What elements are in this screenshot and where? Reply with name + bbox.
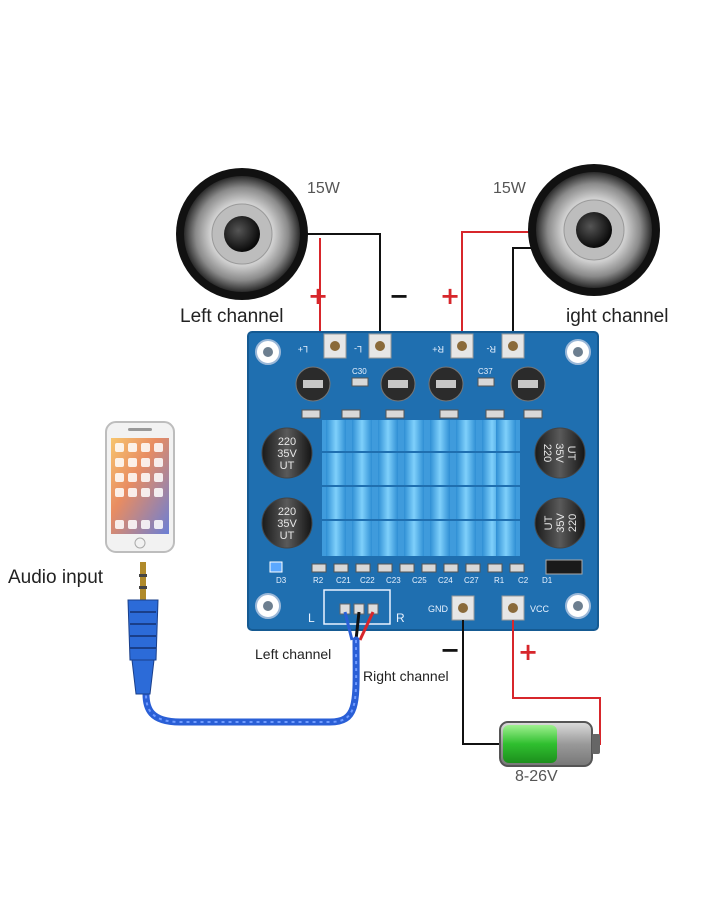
heatsink [322,420,520,556]
left-minus-wire [300,233,381,335]
right-plus-wire [461,231,540,335]
silk-label: C30 [352,367,367,376]
cap-text: 35V [277,448,297,460]
minus-sign: − [440,636,461,664]
cap-text: 220 [278,506,296,518]
speaker-wires [300,231,540,335]
left-speaker [176,168,308,300]
cap-text: UT [565,446,577,461]
pin-label: R+ [432,344,444,354]
battery [499,721,600,767]
cap-text: 220 [567,514,579,532]
cap-text: 35V [277,518,297,530]
left-channel-label: Left channel [180,306,284,327]
capacitors [261,427,586,549]
amplifier-board: 220 35V UT 220 35V UT UT 35V 220 UT 35V … [247,331,599,631]
cap-text: 220 [541,444,553,462]
silk-label: C2 [518,576,529,585]
silk-label: C24 [438,576,453,585]
input-l-label: L [308,611,315,625]
plus-sign: + [518,638,539,666]
battery-voltage-label: 8-26V [515,768,558,785]
silk-label: C22 [360,576,375,585]
silk-label: D1 [542,576,553,585]
input-left-channel-label: Left channel [255,646,332,662]
silk-label: C25 [412,576,427,585]
pin-label: L- [354,344,362,354]
silk-label: D3 [276,576,287,585]
audio-input-label: Audio input [8,567,104,588]
silk-label: R2 [313,576,324,585]
silk-label: C27 [464,576,479,585]
vcc-label: VCC [530,604,550,614]
cap-text: UT [280,460,295,472]
minus-sign: − [389,282,410,310]
cap-text: UT [543,515,555,530]
right-channel-label: ight channel [566,306,669,327]
silk-label: C37 [478,367,493,376]
pin-label: L+ [298,344,308,354]
input-wires [142,611,375,726]
cap-text: 35V [555,513,567,533]
plus-sign: + [440,282,461,310]
silk-label: R1 [494,576,505,585]
right-speaker-power: 15W [493,180,526,197]
right-speaker [528,164,660,296]
cap-text: 220 [278,436,296,448]
phone [105,421,175,553]
pin-label: R- [487,344,497,354]
cap-text: 35V [553,443,565,463]
silk-label: C23 [386,576,401,585]
input-r-label: R [396,611,405,625]
audio-jack [127,562,159,695]
gnd-label: GND [428,604,449,614]
cap-text: UT [280,530,295,542]
input-right-channel-label: Right channel [363,668,449,684]
plus-sign: + [308,282,329,310]
silk-label: C21 [336,576,351,585]
left-speaker-power: 15W [307,180,340,197]
